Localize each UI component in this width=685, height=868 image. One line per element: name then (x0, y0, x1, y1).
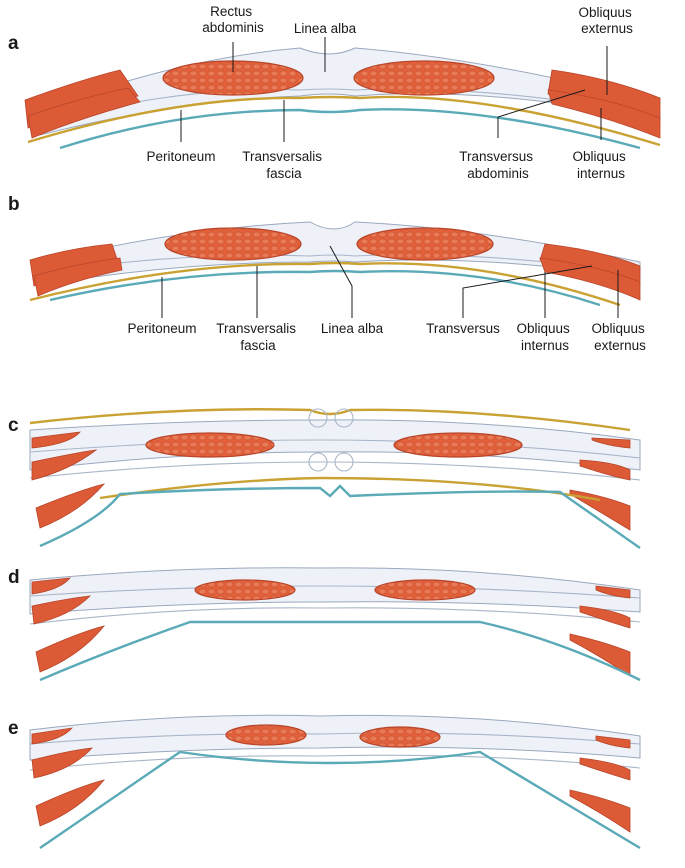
sheath-line-e (29, 732, 641, 745)
muscle-left-c1 (31, 431, 81, 449)
label-rectus-a: Rectus abdominis (202, 4, 264, 35)
lateral-muscles-right (547, 69, 661, 139)
panel-letter-e: e (8, 718, 19, 739)
linea-alba-knot-c4 (334, 452, 354, 472)
linea-alba-knot-c3 (308, 452, 328, 472)
rectus-left-c (145, 432, 275, 458)
sheath-d (29, 567, 641, 615)
leader-transversus-a (497, 89, 586, 138)
transversalis-fascia-line (27, 95, 661, 147)
transversalis-fascia-line-b (29, 261, 621, 307)
rectus-right-d (374, 579, 476, 601)
muscle-right-e2 (579, 757, 631, 781)
muscle-left-d2 (31, 595, 92, 625)
rectus-left-e (225, 724, 307, 746)
rectus-right-e (359, 726, 441, 748)
label-transversalis-a: Transversalis fascia (242, 149, 326, 181)
sheath-line-d (29, 585, 641, 599)
panel-a: a Rectus abdominis L (8, 4, 661, 181)
muscle-right-e1 (595, 735, 631, 749)
muscle-left-e2 (31, 747, 93, 779)
label-obliquus-internus-b: Obliquus internus (516, 321, 573, 353)
rectus-right-c (393, 432, 523, 458)
panel-c: c (8, 408, 641, 549)
leader-transversus-b (462, 265, 593, 318)
lateral-muscles-left (24, 69, 141, 139)
label-peritoneum-b: Peritoneum (127, 321, 196, 336)
sheath-line2-d (29, 607, 641, 625)
label-peritoneum-a: Peritoneum (146, 149, 215, 164)
label-obliquus-internus-a: Obliquus internus (572, 149, 629, 181)
muscle-left-d3 (35, 625, 106, 673)
muscle-right-c3 (569, 489, 631, 531)
rectus-left-d (194, 579, 296, 601)
muscle-right-d2 (579, 605, 631, 629)
lateral-muscles-right-b (539, 243, 641, 301)
peritoneum-line-b (49, 269, 601, 307)
sheath-line2-e (29, 754, 641, 771)
rectus-abdominis-right (353, 60, 495, 96)
panel-e: e (8, 714, 641, 850)
rectus-abdominis-right-b (356, 227, 494, 261)
posterior-sheath-line-b (59, 254, 631, 273)
peritoneum-line-d (39, 620, 641, 682)
label-obliquus-externus-a: Obliquus externus (578, 5, 635, 36)
lateral-muscles-left-b (29, 243, 123, 297)
anterior-fascia-line-c (29, 408, 631, 432)
muscle-right-e3 (569, 789, 631, 833)
muscle-right-d1 (595, 585, 631, 599)
label-obliquus-externus-b: Obliquus externus (591, 321, 648, 353)
panel-b: b Peritoneum Transversalis fascia Linea … (8, 194, 648, 353)
label-linea-alba-b: Linea alba (321, 321, 384, 336)
linea-alba-knot-c2 (334, 408, 354, 428)
label-linea-alba-a: Linea alba (294, 21, 357, 36)
label-transversus-a: Transversus abdominis (459, 149, 537, 181)
panel-letter-b: b (8, 194, 20, 215)
peritoneum-line-c (39, 484, 641, 549)
leader-linea-alba-b (329, 245, 353, 318)
muscle-right-c2 (579, 459, 631, 481)
label-transversalis-b: Transversalis fascia (216, 321, 300, 353)
panel-letter-c: c (8, 415, 19, 436)
sheath-line2-c (29, 461, 641, 481)
peritoneum-line (59, 108, 641, 150)
muscle-left-d1 (31, 577, 71, 595)
transversalis-line-c (99, 476, 601, 502)
posterior-sheath-line (59, 88, 641, 119)
rectus-abdominis-left-b (164, 227, 302, 261)
muscle-left-e1 (31, 727, 73, 745)
muscle-left-e3 (35, 779, 106, 827)
label-transversus-b: Transversus (426, 321, 500, 336)
muscle-left-c3 (35, 483, 106, 529)
sheath-line-c (29, 439, 641, 459)
muscle-right-c1 (591, 437, 631, 449)
linea-alba-knot-c1 (308, 408, 328, 428)
panel-letter-d: d (8, 567, 20, 588)
sheath-e (29, 714, 641, 761)
peritoneum-line-e (39, 750, 641, 850)
muscle-left-c2 (31, 449, 98, 481)
panel-d: d (8, 567, 641, 682)
panel-letter-a: a (8, 33, 19, 54)
